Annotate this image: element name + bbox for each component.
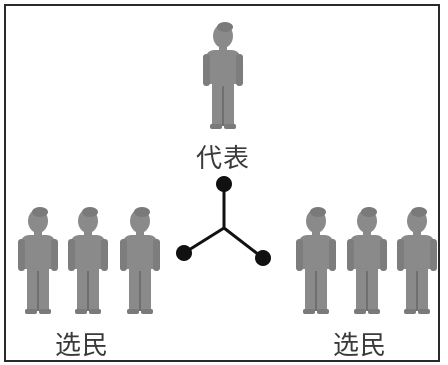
right-voter-figure-1 — [296, 207, 336, 314]
left-voters-label: 选民 — [55, 331, 110, 361]
connector-dot-top — [216, 176, 232, 192]
representative-label: 代表 — [196, 144, 251, 174]
left-voter-figure-3 — [120, 207, 160, 314]
connector-line-right — [223, 226, 264, 260]
left-voter-figure-2 — [68, 207, 108, 314]
connector-node — [176, 176, 271, 266]
connector-dot-right — [255, 250, 271, 266]
right-voter-figure-2 — [347, 207, 387, 314]
right-voter-figure-3 — [397, 207, 437, 314]
representative-figure — [203, 22, 243, 129]
left-voter-figure-1 — [18, 207, 58, 314]
right-voters-label: 选民 — [333, 331, 388, 361]
connector-dot-left — [176, 245, 192, 261]
